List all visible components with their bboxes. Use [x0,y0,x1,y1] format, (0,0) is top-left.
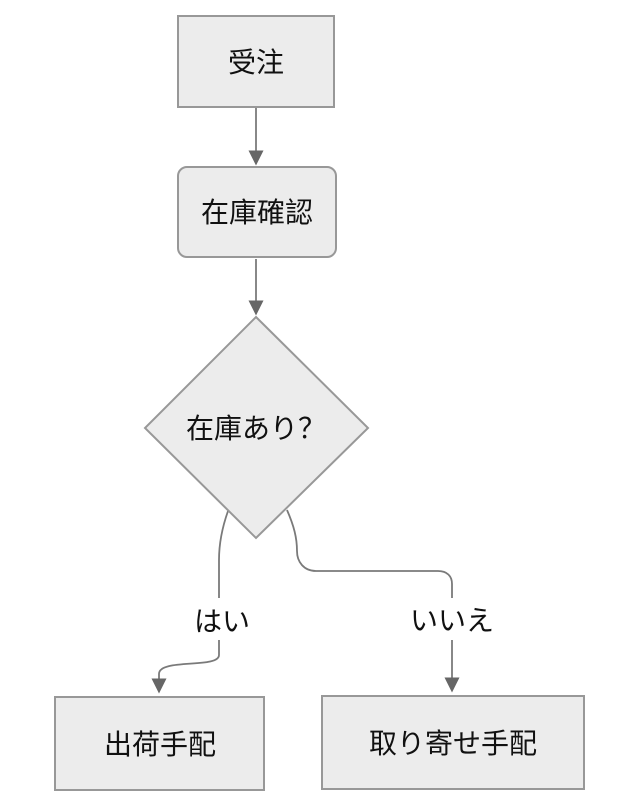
node-order: 受注 [177,15,335,108]
edge-label-no: いいえ [410,605,494,636]
node-stock-check: 在庫確認 [177,166,337,258]
node-in-stock-decision: 在庫あり？ [143,315,370,540]
node-ship-label: 出荷手配 [104,729,216,760]
edge-label-yes: はい [194,606,250,637]
node-stock-check-label: 在庫確認 [201,197,313,228]
edge-instock-to-ship: はい [151,510,250,694]
edge-instock-to-backorder-line-upper [286,509,453,598]
node-stock-check-shape [177,166,337,258]
node-backorder-shape [321,695,585,790]
node-backorder-label: 取り寄せ手配 [369,728,537,759]
node-order-label: 受注 [228,47,284,78]
node-order-shape [177,15,335,108]
edge-instock-to-ship-line-upper [218,510,229,598]
node-backorder: 取り寄せ手配 [321,695,585,790]
node-in-stock-decision-shape [143,315,370,540]
node-in-stock-decision-label: 在庫あり？ [186,413,326,444]
edge-instock-to-backorder: いいえ [286,509,494,693]
edge-instock-to-ship-line-lower [151,640,220,694]
node-ship: 出荷手配 [54,696,265,791]
node-ship-shape [54,696,265,791]
